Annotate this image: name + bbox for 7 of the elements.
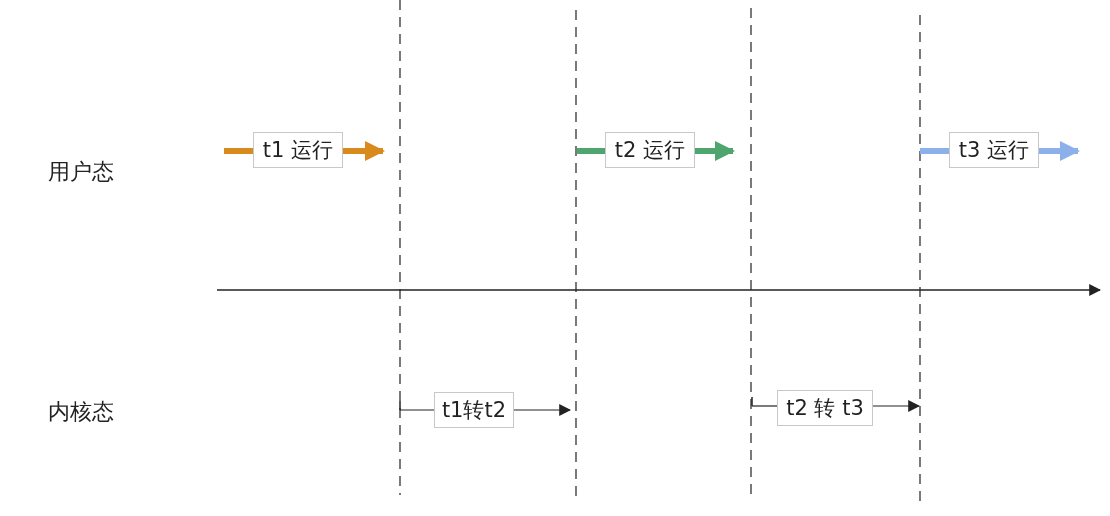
time-slice-box: t1转t2 — [434, 392, 514, 428]
time-slice-box: t2 运行 — [605, 132, 695, 168]
time-slice-box: t1 运行 — [253, 132, 343, 168]
row-label: 内核态 — [48, 398, 114, 426]
time-slice-box: t2 转 t3 — [777, 390, 873, 426]
row-label: 用户态 — [48, 158, 114, 186]
time-slice-box: t3 运行 — [949, 132, 1039, 168]
